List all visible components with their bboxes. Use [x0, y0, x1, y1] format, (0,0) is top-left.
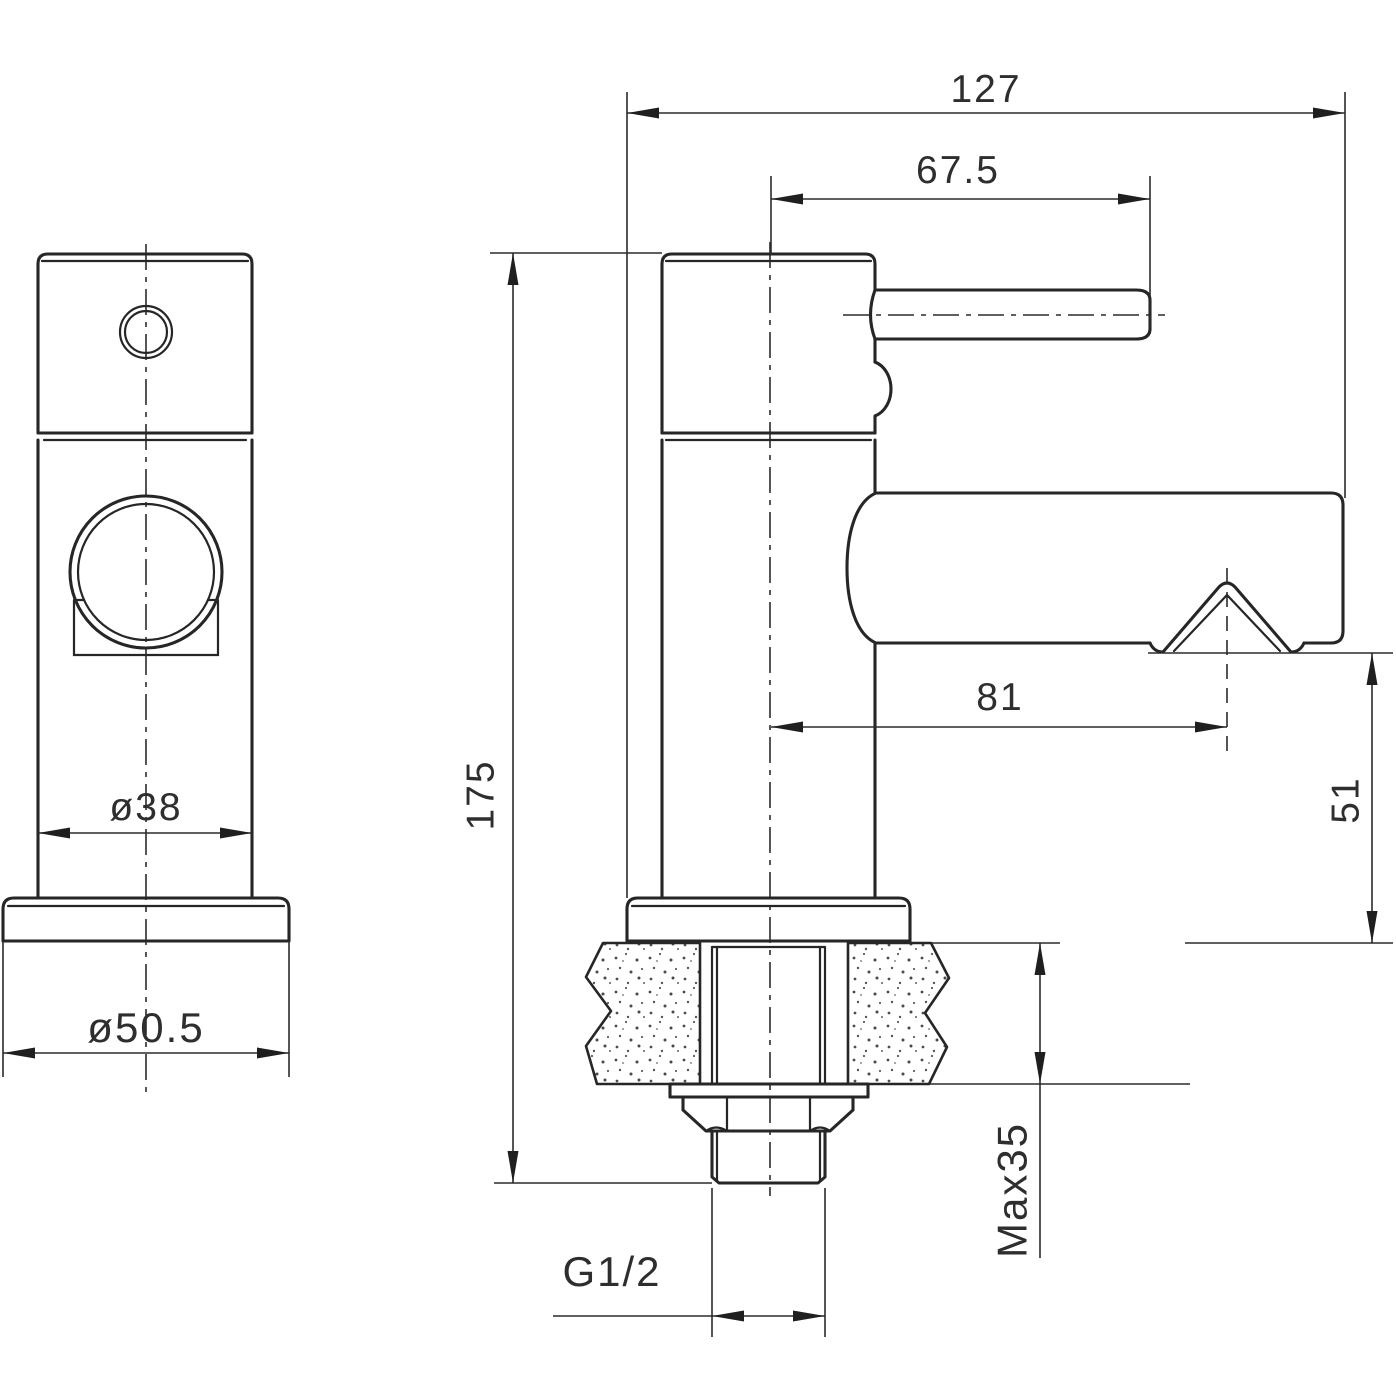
dim-spout-projection-label: 81: [976, 676, 1023, 719]
dimension-base-diameter: ø50.5: [2, 941, 290, 1077]
dimension-spout-projection: 81: [771, 676, 1227, 733]
washer: [668, 1082, 870, 1099]
dim-thread-size-label: G1/2: [562, 1248, 661, 1295]
dimension-handle-projection: 67.5: [770, 149, 1151, 327]
front-spout: [845, 491, 1345, 645]
dimension-outlet-height: 51: [1148, 652, 1393, 944]
dim-max-deck-thickness-label: Max35: [989, 1122, 1036, 1258]
front-view: [584, 242, 1345, 1196]
shank-tail: [710, 1129, 827, 1185]
countertop-section-left: [584, 941, 702, 1086]
dim-total-height-label: 175: [460, 759, 503, 830]
dimension-total-height: 175: [460, 252, 712, 1184]
side-base-flange: [1, 896, 291, 943]
countertop-section-right: [846, 941, 951, 1086]
dim-handle-projection-label: 67.5: [916, 149, 1000, 192]
dim-base-diameter-label: ø50.5: [87, 1004, 204, 1051]
dimension-max-deck-thickness: Max35: [929, 942, 1190, 1258]
side-spout-end-circle: [68, 494, 224, 650]
side-handle-block: [36, 252, 254, 435]
front-handle-block: [660, 252, 877, 435]
dimension-body-diameter: ø38: [38, 786, 252, 839]
side-handle-screw-hole: [118, 304, 174, 360]
hex-nut: [681, 1095, 855, 1133]
dimension-thread-size: G1/2: [553, 1188, 826, 1337]
dim-outlet-height-label: 51: [1325, 776, 1368, 823]
side-view: [1, 244, 291, 1092]
front-base-flange: [625, 896, 912, 943]
dim-body-diameter-label: ø38: [109, 786, 182, 829]
threaded-shank: [710, 945, 827, 1086]
dimension-total-width: 127: [626, 68, 1346, 898]
dim-total-width-label: 127: [950, 68, 1021, 111]
front-handle-side-bump: [873, 360, 893, 435]
